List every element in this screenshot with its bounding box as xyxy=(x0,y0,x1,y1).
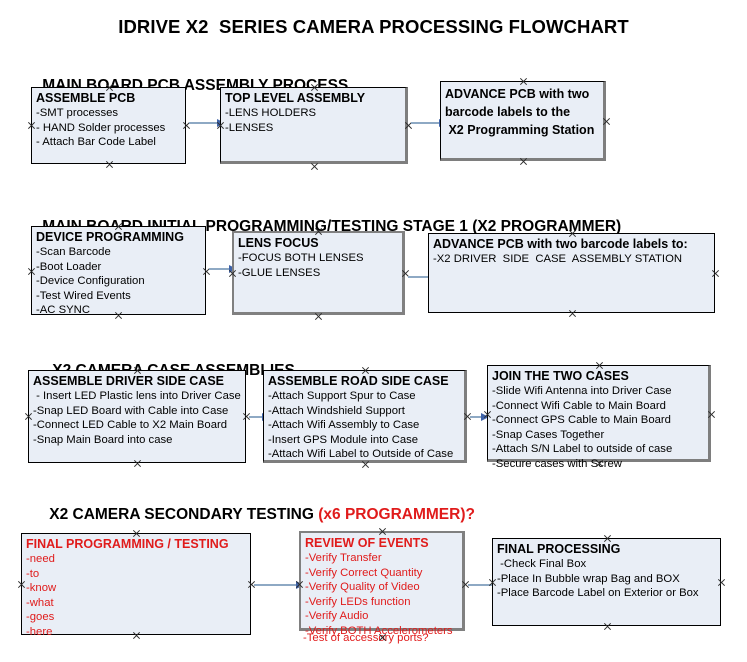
node-line: -Place In Bubble wrap Bag and BOX xyxy=(497,572,680,585)
node-line: -Attach Wifi Label to Outside of Case xyxy=(268,448,454,461)
connector-arrow xyxy=(470,413,489,421)
node-line: -what xyxy=(26,596,54,609)
connector-arrow xyxy=(254,581,304,589)
section-header-accent: (x6 PROGRAMMER)? xyxy=(318,506,475,523)
node-overflow-line: -Test of accessory ports? xyxy=(303,632,429,644)
connector-arrow xyxy=(468,581,500,589)
node-title: REVIEW OF EVENTS xyxy=(305,536,429,550)
node-line: -Verify LEDs function xyxy=(305,595,411,608)
node-line: -Attach S/N Label to outside of case xyxy=(492,443,673,456)
node-body: -Scan Barcode -Boot Loader -Device Confi… xyxy=(36,245,205,318)
node-body: -SMT processes - HAND Solder processes -… xyxy=(36,106,185,150)
node-assemble-driver-side-case[interactable]: ASSEMBLE DRIVER SIDE CASE - Insert LED P… xyxy=(28,370,246,463)
node-device-programming[interactable]: DEVICE PROGRAMMING -Scan Barcode -Boot L… xyxy=(31,226,206,318)
node-line: -Verify Transfer xyxy=(305,552,382,564)
node-line: -know xyxy=(26,582,57,595)
node-line: -Verify Quality of Video xyxy=(305,581,420,594)
node-line: -need xyxy=(26,553,55,565)
node-title: ADVANCE PCB with two barcode labels to: xyxy=(433,237,688,251)
node-line: -Device Configuration xyxy=(36,275,145,288)
page-title: IDRIVE X2 SERIES CAMERA PROCESSING FLOWC… xyxy=(118,16,629,37)
node-line: -Connect Wifi Cable to Main Board xyxy=(492,399,666,412)
node-line: -Check Final Box xyxy=(497,558,587,570)
node-line: -Secure cases with Screw xyxy=(492,457,622,470)
node-body: -Check Final Box -Place In Bubble wrap B… xyxy=(497,557,720,601)
section-header-text: X2 CAMERA SECONDARY TESTING xyxy=(49,506,319,523)
node-line: -Snap Main Board into case xyxy=(33,433,173,446)
section-header-x2-camera-secondary-testing: X2 CAMERA SECONDARY TESTING (x6 PROGRAMM… xyxy=(32,488,475,542)
node-advance-pcb-station[interactable]: ADVANCE PCB with two barcode labels to t… xyxy=(440,81,606,161)
node-line: -Verify Audio xyxy=(305,610,369,623)
node-line: -Boot Loader xyxy=(36,260,102,273)
node-title: JOIN THE TWO CASES xyxy=(492,369,629,383)
node-line: -to xyxy=(26,567,40,580)
node-title: DEVICE PROGRAMMING xyxy=(36,230,184,244)
node-top-level-assembly[interactable]: TOP LEVEL ASSEMBLY -LENS HOLDERS -LENSES xyxy=(220,87,408,164)
connector-arrow xyxy=(249,413,270,421)
node-line: -Attach Windshield Support xyxy=(268,404,405,417)
node-body: - Insert LED Plastic lens into Driver Ca… xyxy=(33,389,245,447)
node-line: - Insert LED Plastic lens into Driver Ca… xyxy=(33,390,241,402)
node-line: -Connect LED Cable to X2 Main Board xyxy=(33,419,228,432)
node-title: ASSEMBLE ROAD SIDE CASE xyxy=(268,374,449,388)
node-line: -here xyxy=(26,625,53,638)
node-line: -Verify Correct Quantity xyxy=(305,566,423,579)
node-line: -Attach Support Spur to Case xyxy=(268,390,416,402)
node-title: FINAL PROCESSING xyxy=(497,542,621,556)
node-body: -need -to -know -what -goes -here xyxy=(26,552,250,639)
node-body: -Verify Transfer -Verify Correct Quantit… xyxy=(305,551,462,638)
node-advance-pcb-driver-side[interactable]: ADVANCE PCB with two barcode labels to: … xyxy=(428,233,715,313)
node-line: -Connect GPS Cable to Main Board xyxy=(492,414,671,427)
node-line: -Snap LED Board with Cable into Case xyxy=(33,404,229,417)
node-line: -LENSES xyxy=(225,121,274,134)
node-title: ASSEMBLE PCB xyxy=(36,91,136,105)
node-line: -Verify BOTH Accelerometers xyxy=(305,624,453,637)
node-line: -X2 DRIVER SIDE CASE ASSEMBLY STATION xyxy=(433,253,683,265)
node-line: -LENS HOLDERS xyxy=(225,107,317,119)
node-body: -LENS HOLDERS -LENSES xyxy=(225,106,405,135)
node-review-of-events[interactable]: REVIEW OF EVENTS -Verify Transfer -Verif… xyxy=(299,531,465,637)
connector-arrow xyxy=(411,119,447,127)
node-line: -Snap Cases Together xyxy=(492,428,605,441)
node-lens-focus[interactable]: LENS FOCUS -FOCUS BOTH LENSES -GLUE LENS… xyxy=(232,231,405,315)
node-body: -FOCUS BOTH LENSES -GLUE LENSES xyxy=(238,251,402,280)
node-line: -Attach Wifi Assembly to Case xyxy=(268,419,420,432)
node-assemble-pcb[interactable]: ASSEMBLE PCB -SMT processes - HAND Solde… xyxy=(31,87,186,164)
node-assemble-road-side-case[interactable]: ASSEMBLE ROAD SIDE CASE -Attach Support … xyxy=(263,370,467,463)
node-body: -Attach Support Spur to Case -Attach Win… xyxy=(268,389,464,462)
node-title: TOP LEVEL ASSEMBLY xyxy=(225,91,366,105)
node-title: FINAL PROGRAMMING / TESTING xyxy=(26,537,229,551)
node-line: -AC SYNC xyxy=(36,304,90,317)
node-line: -FOCUS BOTH LENSES xyxy=(238,252,364,264)
node-line: -Scan Barcode xyxy=(36,246,111,258)
node-line: -Insert GPS Module into Case xyxy=(268,433,419,446)
connector-arrow xyxy=(189,119,225,127)
node-body: -X2 DRIVER SIDE CASE ASSEMBLY STATION xyxy=(433,252,714,267)
node-line: - Attach Bar Code Label xyxy=(36,136,156,149)
node-final-programming-testing[interactable]: FINAL PROGRAMMING / TESTING -need -to -k… xyxy=(21,533,251,638)
node-line: -SMT processes xyxy=(36,107,119,119)
node-line: -Place Barcode Label on Exterior or Box xyxy=(497,587,699,600)
node-join-the-two-cases[interactable]: JOIN THE TWO CASES -Slide Wifi Antenna i… xyxy=(487,365,711,470)
node-title: ADVANCE PCB with two barcode labels to t… xyxy=(445,87,595,138)
node-line: -Slide Wifi Antenna into Driver Case xyxy=(492,385,672,397)
node-line: -goes xyxy=(26,611,55,624)
node-title: ASSEMBLE DRIVER SIDE CASE xyxy=(33,374,225,388)
connector-arrow xyxy=(209,265,237,273)
node-body: -Slide Wifi Antenna into Driver Case -Co… xyxy=(492,384,708,471)
node-final-processing[interactable]: FINAL PROCESSING -Check Final Box -Place… xyxy=(492,538,721,626)
node-line: -GLUE LENSES xyxy=(238,266,321,279)
node-line: - HAND Solder processes xyxy=(36,121,166,134)
node-title: LENS FOCUS xyxy=(238,236,319,250)
node-line: -Test Wired Events xyxy=(36,289,131,302)
